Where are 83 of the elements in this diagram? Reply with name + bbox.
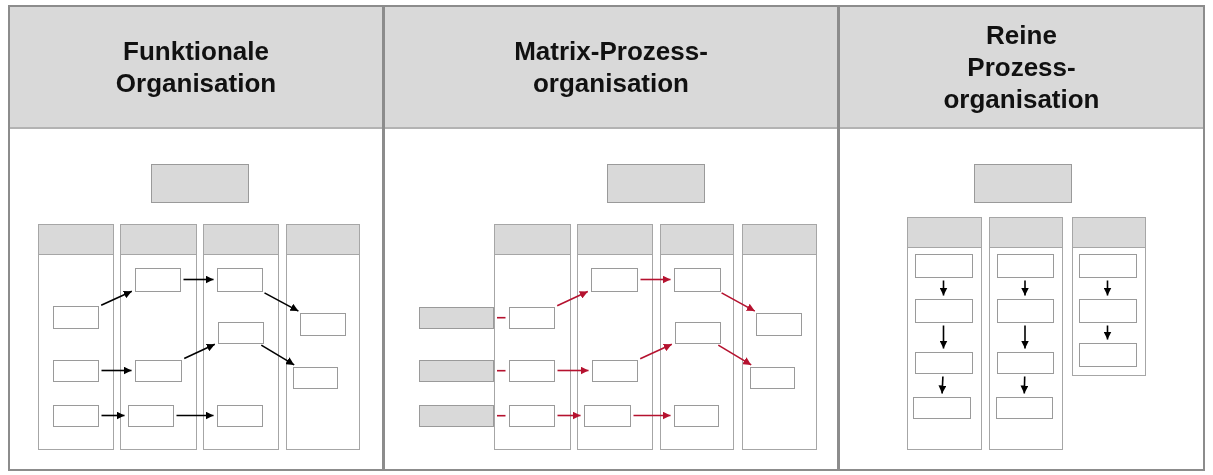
task-box	[508, 404, 555, 427]
column-heading: Reine Prozess- organisation	[840, 7, 1203, 129]
task-box	[52, 404, 99, 427]
arrow	[720, 292, 756, 312]
unit-box	[419, 307, 494, 329]
arrow	[639, 275, 672, 284]
task-box	[127, 404, 174, 427]
task-box	[292, 366, 338, 389]
column-heading: Matrix-Prozess- organisation	[385, 7, 837, 129]
task-box	[673, 267, 721, 292]
arrow	[100, 366, 133, 375]
department-column	[1072, 217, 1146, 376]
task-box	[914, 351, 973, 374]
arrow	[1103, 324, 1112, 341]
unit-box	[419, 405, 494, 427]
department-column	[120, 224, 197, 450]
arrow	[717, 344, 752, 366]
task-box	[996, 351, 1054, 374]
task-box	[912, 396, 971, 419]
task-box	[590, 267, 638, 292]
arrow	[100, 411, 126, 420]
task-box	[1078, 253, 1137, 278]
department-column	[742, 224, 817, 450]
arrow	[182, 275, 215, 284]
diagram-panel	[383, 5, 839, 471]
department-column	[38, 224, 114, 450]
arrow	[1021, 324, 1029, 350]
task-box	[216, 267, 263, 292]
arrow	[1103, 279, 1112, 297]
task-box	[674, 321, 721, 344]
task-box	[591, 359, 638, 382]
task-box	[134, 267, 181, 292]
department-column	[907, 217, 982, 450]
task-box	[914, 253, 973, 278]
arrow	[639, 343, 673, 360]
arrow	[100, 290, 133, 306]
arrow	[263, 292, 300, 312]
task-box	[673, 404, 719, 427]
arrow	[1020, 375, 1029, 395]
task-box	[508, 306, 555, 329]
task-box	[996, 253, 1054, 278]
connector-line	[496, 316, 507, 319]
task-box	[749, 366, 795, 389]
task-box	[299, 312, 346, 336]
task-box	[508, 359, 555, 382]
task-box	[216, 404, 263, 427]
task-box	[52, 305, 99, 329]
task-box	[1078, 342, 1137, 367]
unit-box	[151, 164, 249, 203]
arrow	[260, 344, 295, 366]
task-box	[996, 298, 1054, 323]
task-box	[134, 359, 182, 382]
arrow	[175, 411, 215, 420]
arrow	[556, 411, 582, 420]
column-heading: Funktionale Organisation	[10, 7, 382, 129]
arrow	[939, 279, 948, 297]
unit-box	[419, 360, 494, 382]
department-column	[989, 217, 1063, 450]
task-box	[914, 298, 973, 323]
department-column	[494, 224, 571, 450]
arrow	[1021, 279, 1029, 297]
diagram-panel	[8, 5, 384, 471]
task-box	[52, 359, 99, 382]
connector-line	[496, 414, 507, 417]
diagram-panel	[838, 5, 1205, 471]
task-box	[1078, 298, 1137, 323]
department-column	[203, 224, 279, 450]
department-column	[577, 224, 653, 450]
connector-line	[496, 369, 507, 372]
arrow	[632, 411, 672, 420]
unit-box	[974, 164, 1072, 203]
department-column	[286, 224, 360, 450]
arrow	[556, 290, 589, 307]
arrow	[939, 324, 948, 350]
task-box	[583, 404, 631, 427]
department-column	[660, 224, 734, 450]
task-box	[995, 396, 1053, 419]
arrow	[938, 375, 947, 395]
task-box	[755, 312, 802, 336]
arrow	[556, 366, 590, 375]
arrow	[183, 343, 216, 360]
task-box	[217, 321, 264, 344]
unit-box	[607, 164, 705, 203]
